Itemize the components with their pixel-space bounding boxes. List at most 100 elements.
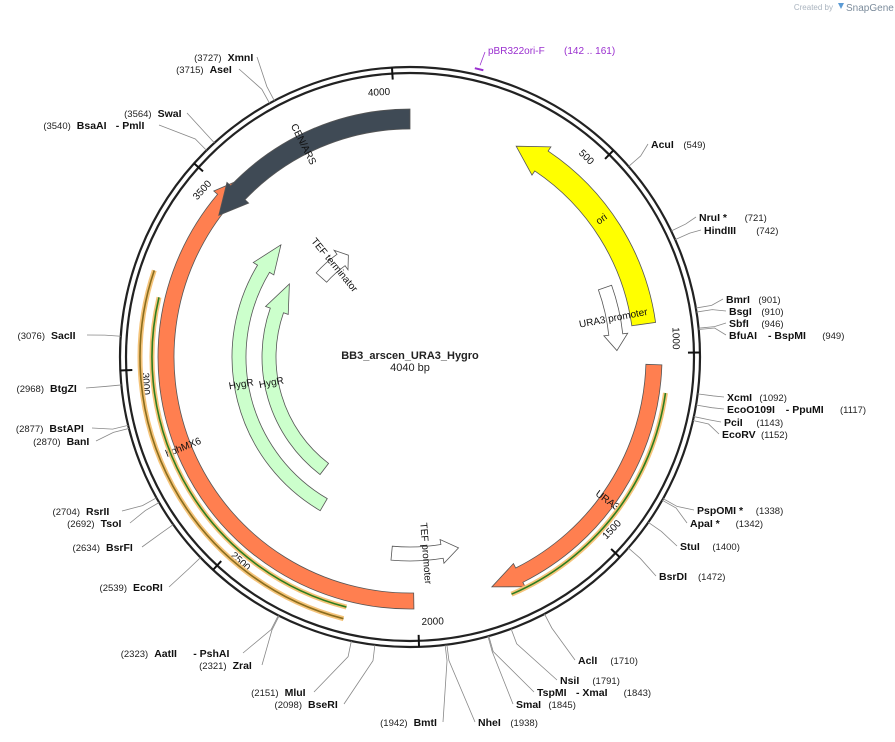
enzyme-site[interactable]: BmrI(901) [726,294,781,306]
enzyme-name[interactable]: StuI [680,541,700,553]
enzyme-name[interactable]: EcoRI [133,582,163,594]
enzyme-site[interactable]: (2968)BtgZI [17,383,77,395]
enzyme-site[interactable]: (2704)RsrII [53,506,110,518]
enzyme-site[interactable]: AclI(1710) [578,655,638,667]
enzyme-name-alt[interactable]: - PpuMI [786,404,824,416]
enzyme-leader [671,216,697,232]
enzyme-site[interactable]: (2877)BstAPI [16,423,84,435]
enzyme-name-alt[interactable]: - XmaI [576,687,608,699]
enzyme-name[interactable]: SacII [51,330,76,342]
enzyme-site[interactable]: NheI(1938) [478,717,538,729]
enzyme-site[interactable]: (2321)ZraI [199,660,252,672]
enzyme-site[interactable]: XcmI(1092) [727,392,787,404]
primer-name[interactable]: pBR322ori-F [488,46,545,57]
enzyme-name[interactable]: NsiI [560,675,579,687]
feature-ori[interactable] [515,145,657,327]
enzyme-site[interactable]: (2151)MluI [251,687,306,699]
feature-ura3[interactable] [490,363,663,588]
enzyme-name[interactable]: TsoI [101,518,122,530]
enzyme-site[interactable]: (3540)BsaAI- PmlI [43,120,144,132]
enzyme-name[interactable]: AseI [210,64,232,76]
enzyme-site[interactable]: StuI(1400) [680,541,740,553]
enzyme-name[interactable]: HindIII [704,225,736,237]
enzyme-name[interactable]: PspOMI * [697,505,744,517]
enzyme-name[interactable]: MluI [285,687,306,699]
enzyme-site[interactable]: (3076)SacII [18,330,76,342]
enzyme-name[interactable]: XcmI [727,392,752,404]
feature-tef-promoter[interactable] [390,538,460,565]
enzyme-name[interactable]: BseRI [308,699,338,711]
enzyme-site[interactable]: NsiI(1791) [560,675,620,687]
enzyme-name[interactable]: PciI [724,417,743,429]
enzyme-leader [91,424,129,430]
enzyme-site[interactable]: (3727) XmnI [194,52,253,64]
enzyme-name[interactable]: AcuI [651,139,674,151]
enzyme-site[interactable]: EcoO109I- PpuMI(1117) [727,404,866,416]
enzyme-site[interactable]: TspMI- XmaI(1843) [537,687,651,699]
enzyme-name[interactable]: BfuAI [729,330,757,342]
enzyme-name-alt[interactable]: - PmlI [116,120,145,132]
enzyme-site[interactable]: (2634)BsrFI [73,542,133,554]
enzyme-name[interactable]: NheI [478,717,501,729]
enzyme-name[interactable]: RsrII [86,506,109,518]
enzyme-name[interactable]: XmnI [228,52,254,64]
enzyme-site[interactable]: (3564)SwaI [124,108,181,120]
enzyme-site[interactable]: AcuI(549) [651,139,706,151]
enzyme-name[interactable]: BsaAI [77,120,107,132]
enzyme-name[interactable]: AatII [154,648,177,660]
enzyme-name[interactable]: BsrDI [659,571,687,583]
enzyme-name-alt[interactable]: - BspMI [768,330,806,342]
enzyme-site[interactable]: NruI *(721) [699,212,767,224]
enzyme-name[interactable]: BsgI [729,306,752,318]
enzyme-name[interactable]: SmaI [516,699,541,711]
orf-hph-outer[interactable] [139,270,344,620]
enzyme-name[interactable]: EcoO109I [727,404,775,416]
enzyme-name[interactable]: ApaI * [690,518,721,530]
enzyme-name[interactable]: NruI * [699,212,728,224]
enzyme-site[interactable]: PciI(1143) [724,417,783,429]
enzyme-leader [487,636,514,705]
primer-mark[interactable] [474,67,484,72]
enzyme-site[interactable]: (2323)AatII- PshAI [121,648,230,660]
enzyme-name[interactable]: BstAPI [49,423,84,435]
enzyme-site[interactable]: PspOMI *(1338) [697,505,783,517]
enzyme-site[interactable]: ApaI *(1342) [690,518,763,530]
enzyme-name[interactable]: BsrFI [106,542,133,554]
enzyme-site[interactable]: (2870)BanI [33,436,89,448]
enzyme-name[interactable]: TspMI [537,687,567,699]
enzyme-site[interactable]: SmaI (1845) [516,699,576,711]
enzyme-site[interactable]: (3715)AseI [176,64,232,76]
enzyme-site[interactable]: HindIII(742) [704,225,778,237]
feature-hygr-1[interactable] [231,243,328,512]
enzyme-name[interactable]: BmtI [414,717,437,729]
enzyme-name[interactable]: SwaI [158,108,182,120]
enzyme-site[interactable]: BsgI(910) [729,306,784,318]
enzyme-name[interactable]: EcoRV [722,429,756,441]
enzyme-position: (1845) [548,700,575,711]
enzyme-site[interactable]: (2539)EcoRI [100,582,163,594]
enzyme-site[interactable]: EcoRV(1152) [722,429,788,441]
feature-hygr-2[interactable] [261,283,330,476]
enzyme-name[interactable]: BanI [67,436,90,448]
enzyme-site[interactable]: (2692)TsoI [67,518,121,530]
feature-ura3-promoter[interactable] [597,284,629,352]
enzyme-leader [95,428,130,442]
enzyme-name-alt[interactable]: - PshAI [193,648,229,660]
enzyme-site[interactable]: BfuAI- BspMI(949) [729,330,844,342]
feature-tef-terminator[interactable] [315,249,349,283]
orf-hph[interactable] [151,297,347,608]
enzyme-leader [697,393,725,398]
enzyme-site[interactable]: (1942)BmtI [380,717,437,729]
enzyme-name[interactable]: BtgZI [50,383,77,395]
enzyme-site[interactable]: SbfI(946) [729,318,784,330]
enzyme-position: (3727) [194,53,221,64]
enzyme-name[interactable]: ZraI [233,660,252,672]
enzyme-name[interactable]: SbfI [729,318,749,330]
enzyme-site[interactable]: (2098)BseRI [275,699,338,711]
enzyme-name[interactable]: BmrI [726,294,750,306]
enzyme-leader [662,498,695,511]
feature-cen-ars[interactable] [218,108,411,216]
orf-ura3[interactable] [511,392,667,595]
enzyme-site[interactable]: BsrDI(1472) [659,571,725,583]
enzyme-name[interactable]: AclI [578,655,597,667]
